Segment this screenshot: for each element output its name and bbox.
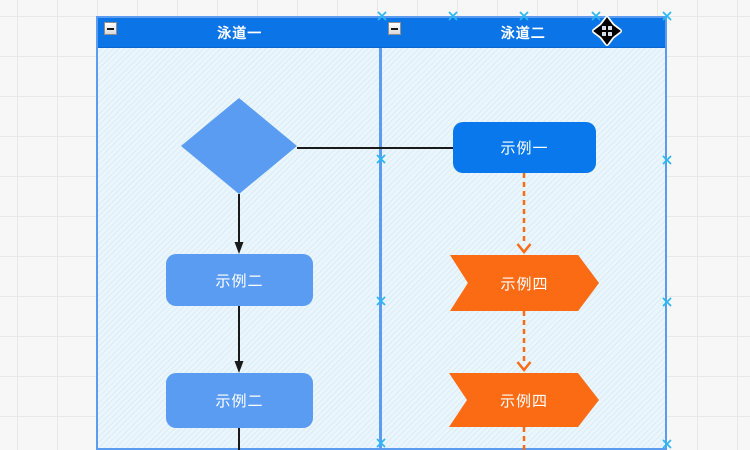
swimlane-container[interactable]: 泳道一 泳道二 (96, 16, 667, 450)
minus-icon (390, 27, 398, 30)
lane-header-2[interactable]: 泳道二 (381, 18, 665, 48)
node-example4-row1-label: 示例四 (500, 275, 549, 293)
lane-2-title: 泳道二 (500, 24, 546, 41)
node-example2-row1[interactable]: 示例二 (166, 254, 313, 306)
collapse-lane-1-icon[interactable] (104, 22, 117, 35)
lane-divider[interactable] (379, 18, 382, 448)
node-example2-row2[interactable]: 示例二 (166, 373, 313, 428)
node-example4-row1[interactable]: 示例四 (450, 255, 599, 311)
node-example1[interactable]: 示例一 (453, 122, 596, 173)
lane-headers: 泳道一 泳道二 (98, 18, 665, 48)
node-example4-row2-label: 示例四 (499, 392, 548, 410)
node-example2-row2-label: 示例二 (215, 393, 264, 410)
lane-header-1[interactable]: 泳道一 (98, 18, 382, 48)
collapse-lane-2-icon[interactable] (387, 22, 401, 35)
lane-1-title: 泳道一 (217, 24, 263, 41)
minus-icon (107, 27, 114, 30)
node-example2-row1-label: 示例二 (215, 272, 264, 290)
node-example4-row2[interactable]: 示例四 (449, 373, 599, 427)
node-example1-label: 示例一 (500, 140, 549, 157)
